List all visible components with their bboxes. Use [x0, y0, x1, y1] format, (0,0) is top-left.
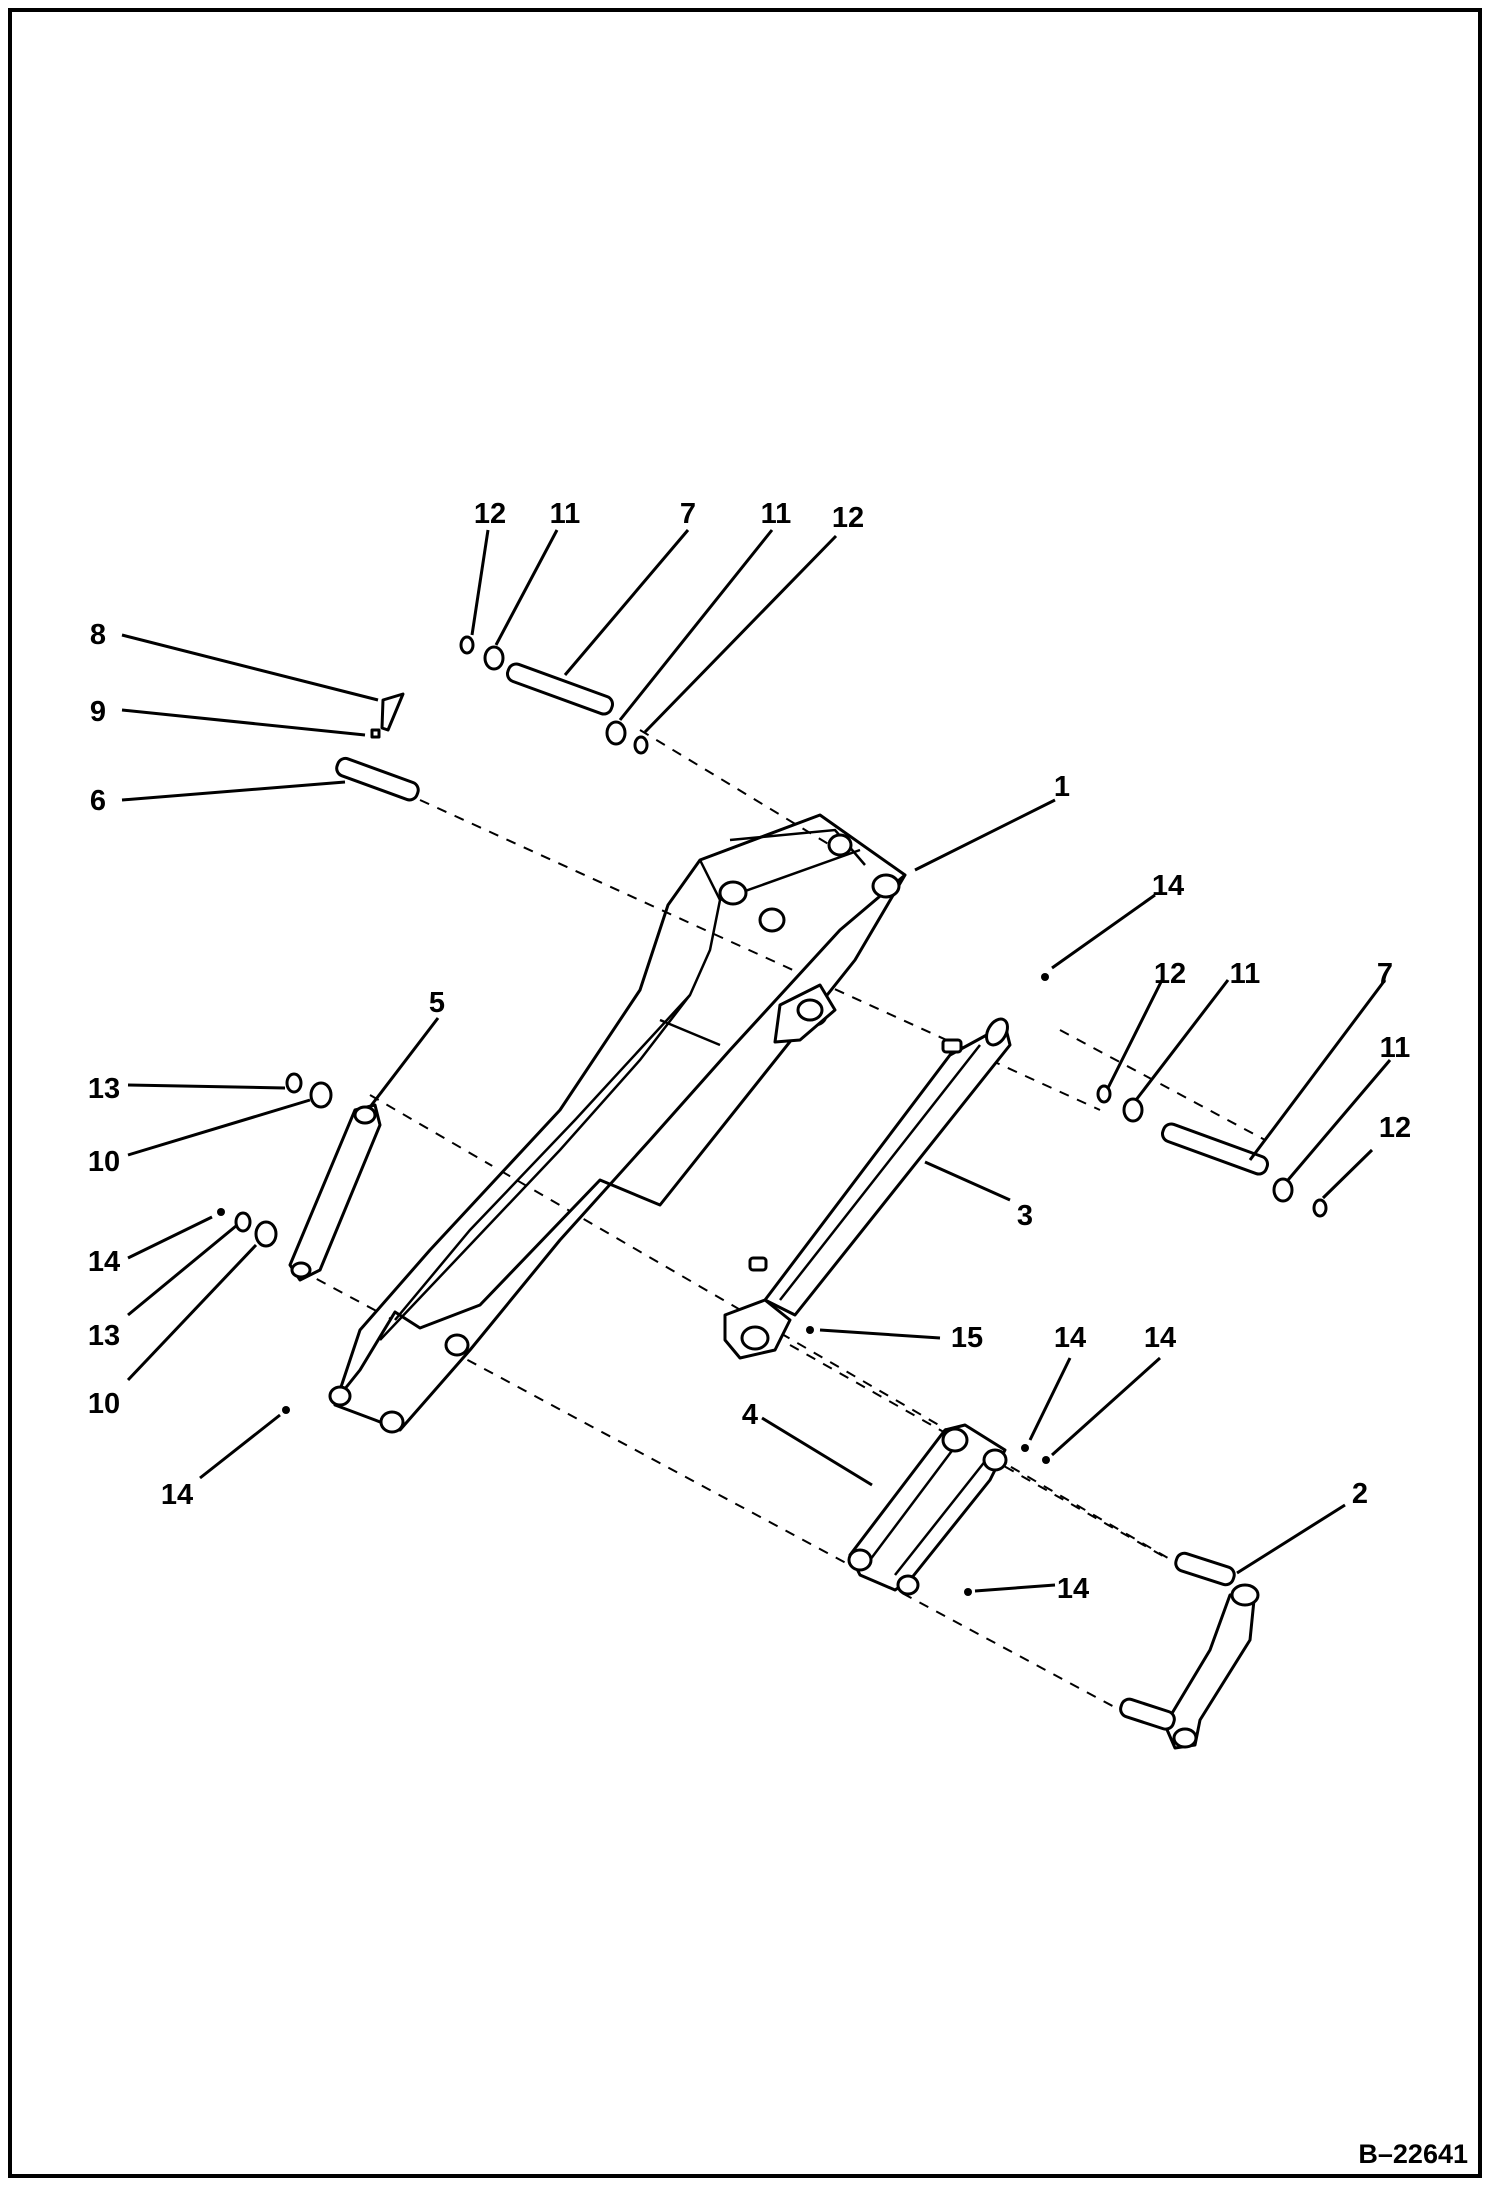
callout-1: 1: [1054, 771, 1070, 803]
callout-10: 10: [88, 1388, 120, 1420]
callout-2: 2: [1352, 1478, 1368, 1510]
pin-part-7-right: [1160, 1122, 1270, 1176]
callout-12: 12: [832, 502, 864, 534]
cylinder-part-3: [723, 1017, 1012, 1360]
callout-14: 14: [1054, 1322, 1086, 1354]
drawing-border: [8, 8, 1482, 2178]
callout-14: 14: [161, 1479, 193, 1511]
washers-and-rings: [234, 635, 1328, 1248]
grease-fittings: [217, 973, 1050, 1596]
callout-14: 14: [1057, 1573, 1089, 1605]
callout-15: 15: [951, 1322, 983, 1354]
callout-11: 11: [550, 498, 581, 530]
callout-11: 11: [761, 498, 792, 530]
drawing-number: B–22641: [1358, 2139, 1468, 2169]
link-part-2: [1119, 1551, 1260, 1750]
callout-14: 14: [88, 1246, 120, 1278]
pin-part-7-upper: [505, 662, 615, 716]
callout-labels: 12 11 7 11 12 8 9 6 1 14 12 11 7 11 12 5…: [88, 498, 1411, 1605]
callout-3: 3: [1017, 1200, 1033, 1232]
callout-4: 4: [742, 1399, 758, 1431]
callout-12: 12: [474, 498, 506, 530]
link-part-5: [288, 1103, 382, 1282]
callout-6: 6: [90, 785, 106, 817]
callout-10: 10: [88, 1146, 120, 1178]
callout-11: 11: [1230, 958, 1261, 990]
arm-part-1: [328, 813, 907, 1434]
callout-11: 11: [1380, 1032, 1411, 1064]
callout-12: 12: [1379, 1112, 1411, 1144]
callout-13: 13: [88, 1320, 120, 1352]
callout-12: 12: [1154, 958, 1186, 990]
callout-14: 14: [1144, 1322, 1176, 1354]
leader-lines: [121, 529, 1392, 1593]
callout-13: 13: [88, 1073, 120, 1105]
callout-5: 5: [429, 987, 445, 1019]
callout-8: 8: [90, 619, 106, 651]
callout-9: 9: [90, 696, 106, 728]
callout-7: 7: [1377, 958, 1393, 990]
callout-7: 7: [680, 498, 696, 530]
callout-14: 14: [1152, 870, 1184, 902]
link-block-part-4: [847, 1423, 1008, 1596]
pin-part-6: [335, 756, 420, 802]
